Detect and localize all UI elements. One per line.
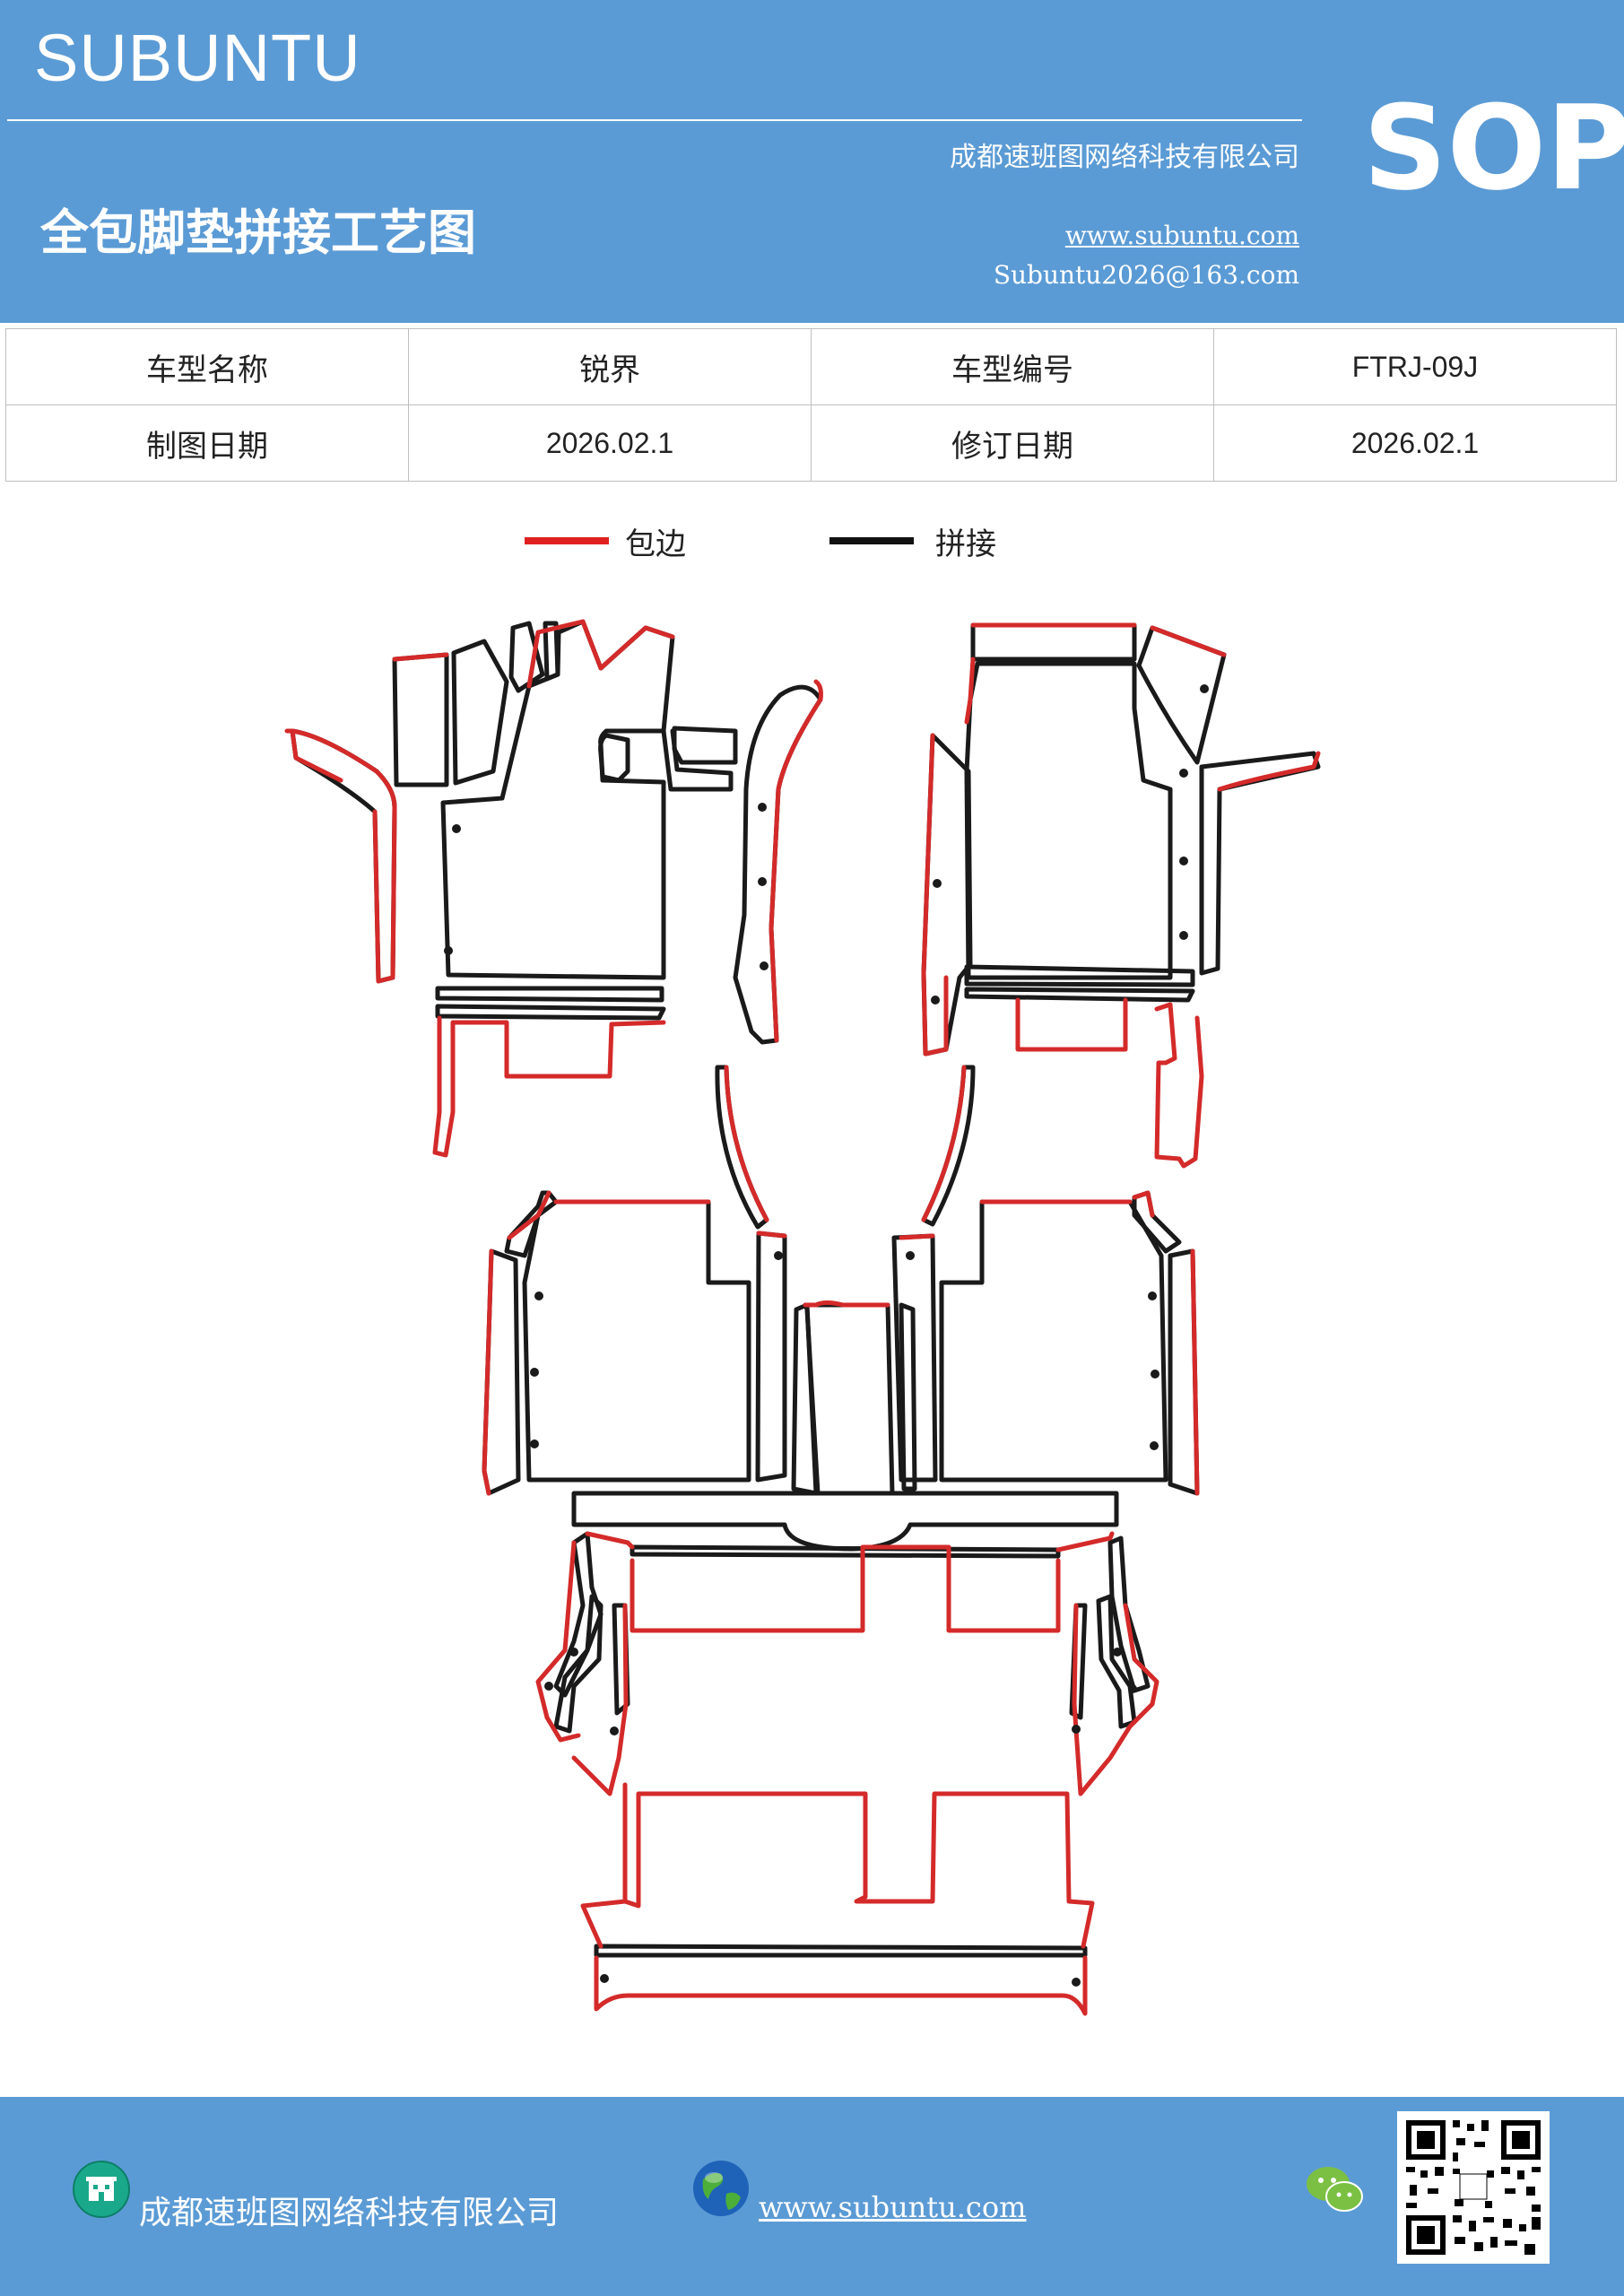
sop-badge: SOP <box>1363 80 1624 216</box>
header-banner: SUBUNTU 成都速班图网络科技有限公司 SOP 全包脚垫拼接工艺图 www.… <box>0 0 1624 323</box>
value-model-code: FTRJ-09J <box>1213 328 1617 405</box>
globe-icon <box>690 2158 751 2222</box>
qr-code[interactable] <box>1397 2111 1550 2267</box>
header-divider <box>7 119 1302 121</box>
legend-join-label: 拼接 <box>935 526 996 562</box>
table-row: 制图日期 2026.02.1 修订日期 2026.02.1 <box>5 404 1617 482</box>
rivet-dots <box>444 684 1209 1987</box>
legend-edge-swatch <box>525 537 609 544</box>
brand-name: SUBUNTU <box>34 21 361 95</box>
document-title: 全包脚垫拼接工艺图 <box>40 204 476 261</box>
value-revise-date: 2026.02.1 <box>1213 404 1617 482</box>
floor-mat-diagram <box>284 619 1321 2016</box>
building-icon <box>72 2160 131 2222</box>
footer-banner: 成都速班图网络科技有限公司 www.subuntu.com <box>0 2097 1624 2296</box>
header-email: Subuntu2026@163.com <box>993 260 1299 290</box>
legend-edge-label: 包边 <box>625 526 686 562</box>
table-row: 车型名称 锐界 车型编号 FTRJ-09J <box>5 328 1617 405</box>
label-revise-date: 修订日期 <box>811 404 1214 482</box>
footer-website-link[interactable]: www.subuntu.com <box>759 2190 1027 2224</box>
header-website-link[interactable]: www.subuntu.com <box>1064 221 1299 250</box>
footer-company: 成都速班图网络科技有限公司 <box>139 2195 560 2231</box>
label-model-name: 车型名称 <box>5 328 409 405</box>
legend-join-swatch <box>829 537 914 544</box>
label-draw-date: 制图日期 <box>5 404 409 482</box>
header-company: 成都速班图网络科技有限公司 <box>950 142 1299 173</box>
value-model-name: 锐界 <box>408 328 812 405</box>
legend: 包边 拼接 <box>0 516 1624 578</box>
wechat-icon[interactable] <box>1305 2164 1366 2220</box>
label-model-code: 车型编号 <box>811 328 1214 405</box>
value-draw-date: 2026.02.1 <box>408 404 812 482</box>
vehicle-info-table: 车型名称 锐界 车型编号 FTRJ-09J 制图日期 2026.02.1 修订日… <box>5 328 1617 482</box>
